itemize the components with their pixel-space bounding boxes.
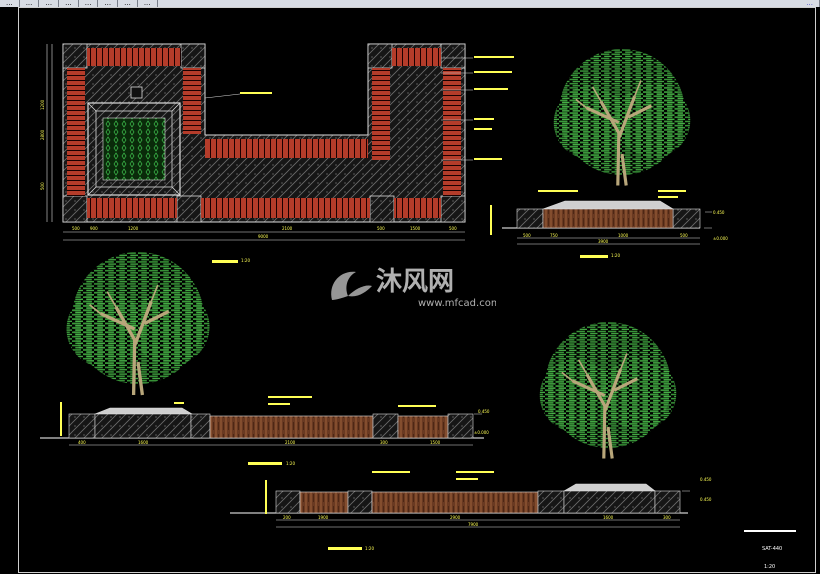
watermark-brand-cn: 沐风网 xyxy=(376,267,454,297)
dim-label: 300 xyxy=(380,440,388,445)
elevation-middle: 400 1600 2100 300 1500 0.450 ±0.000 1:20 xyxy=(40,250,490,466)
level-label: 0.450 xyxy=(713,210,725,215)
dim-label: 500 xyxy=(449,226,457,231)
dim-label: 2100 xyxy=(285,440,296,445)
toolbar-item[interactable]: ... xyxy=(138,0,158,7)
level-label: ±0.000 xyxy=(713,236,728,241)
toolbar-item[interactable]: ... xyxy=(0,0,20,7)
dim-label: 2800 xyxy=(40,129,45,140)
cad-toolbar: ... ... ... ... ... ... ... ... ... xyxy=(0,0,820,7)
elevation-scale: 1:20 xyxy=(286,461,295,466)
dim-label: 1200 xyxy=(128,226,139,231)
toolbar-item[interactable]: ... xyxy=(98,0,119,7)
toolbar-item[interactable]: ... xyxy=(118,0,138,7)
sheet-code: SAT-440 xyxy=(762,546,782,552)
watermark-emblem-icon xyxy=(331,271,372,300)
dim-label: 500 xyxy=(523,233,531,238)
dim-label: 2100 xyxy=(282,226,293,231)
toolbar-item[interactable]: ... xyxy=(39,0,60,7)
dim-label: 1600 xyxy=(138,440,149,445)
dim-label: 300 xyxy=(663,515,671,520)
dim-total: 3900 xyxy=(598,239,609,244)
dim-label: 1900 xyxy=(318,515,329,520)
dim-label: 750 xyxy=(550,233,558,238)
elevation-scale: 1:20 xyxy=(365,546,374,551)
dim-label: 1500 xyxy=(430,440,441,445)
watermark-url: www.mfcad.com xyxy=(418,298,496,309)
dim-label: 1500 xyxy=(410,226,421,231)
toolbar-item[interactable]: ... xyxy=(20,0,40,7)
elevation-top-right: 500 750 1000 500 3900 0.450 ±0.000 1:20 xyxy=(490,47,728,258)
toolbar-item[interactable]: ... xyxy=(79,0,99,7)
level-label: 0.450 xyxy=(700,477,712,482)
dim-label: 500 xyxy=(40,182,45,190)
dim-label: 1200 xyxy=(40,99,45,110)
dim-label: 1600 xyxy=(603,515,614,520)
drawing-border xyxy=(18,7,816,573)
elevation-bottom: 200 1900 2900 1600 300 7900 0.450 0.450 … xyxy=(230,320,712,551)
elevation-scale: 1:20 xyxy=(611,253,620,258)
sheet-scale: 1:20 xyxy=(764,564,775,570)
dim-label: 500 xyxy=(377,226,385,231)
dim-label: 500 xyxy=(72,226,80,231)
sheet-title-block: SAT-440 1:20 xyxy=(744,530,796,570)
dim-label: 200 xyxy=(283,515,291,520)
dim-total: 9000 xyxy=(258,234,269,239)
dim-total: 7900 xyxy=(468,522,479,527)
plan-title-scale: 1:20 xyxy=(241,258,250,263)
dim-label: 2900 xyxy=(450,515,461,520)
level-label: 0.450 xyxy=(700,497,712,502)
dim-label: 1000 xyxy=(618,233,629,238)
dim-label: 900 xyxy=(90,226,98,231)
level-label: ±0.000 xyxy=(474,430,489,435)
toolbar-item[interactable]: ... xyxy=(59,0,79,7)
planter-plan-view: 500 900 1200 2100 500 1500 500 9000 1200… xyxy=(40,43,514,263)
dim-label: 500 xyxy=(680,233,688,238)
dim-label: 400 xyxy=(78,440,86,445)
mfcad-watermark-logo: 沐风网 www.mfcad.com xyxy=(326,262,501,310)
level-label: 0.450 xyxy=(478,409,490,414)
